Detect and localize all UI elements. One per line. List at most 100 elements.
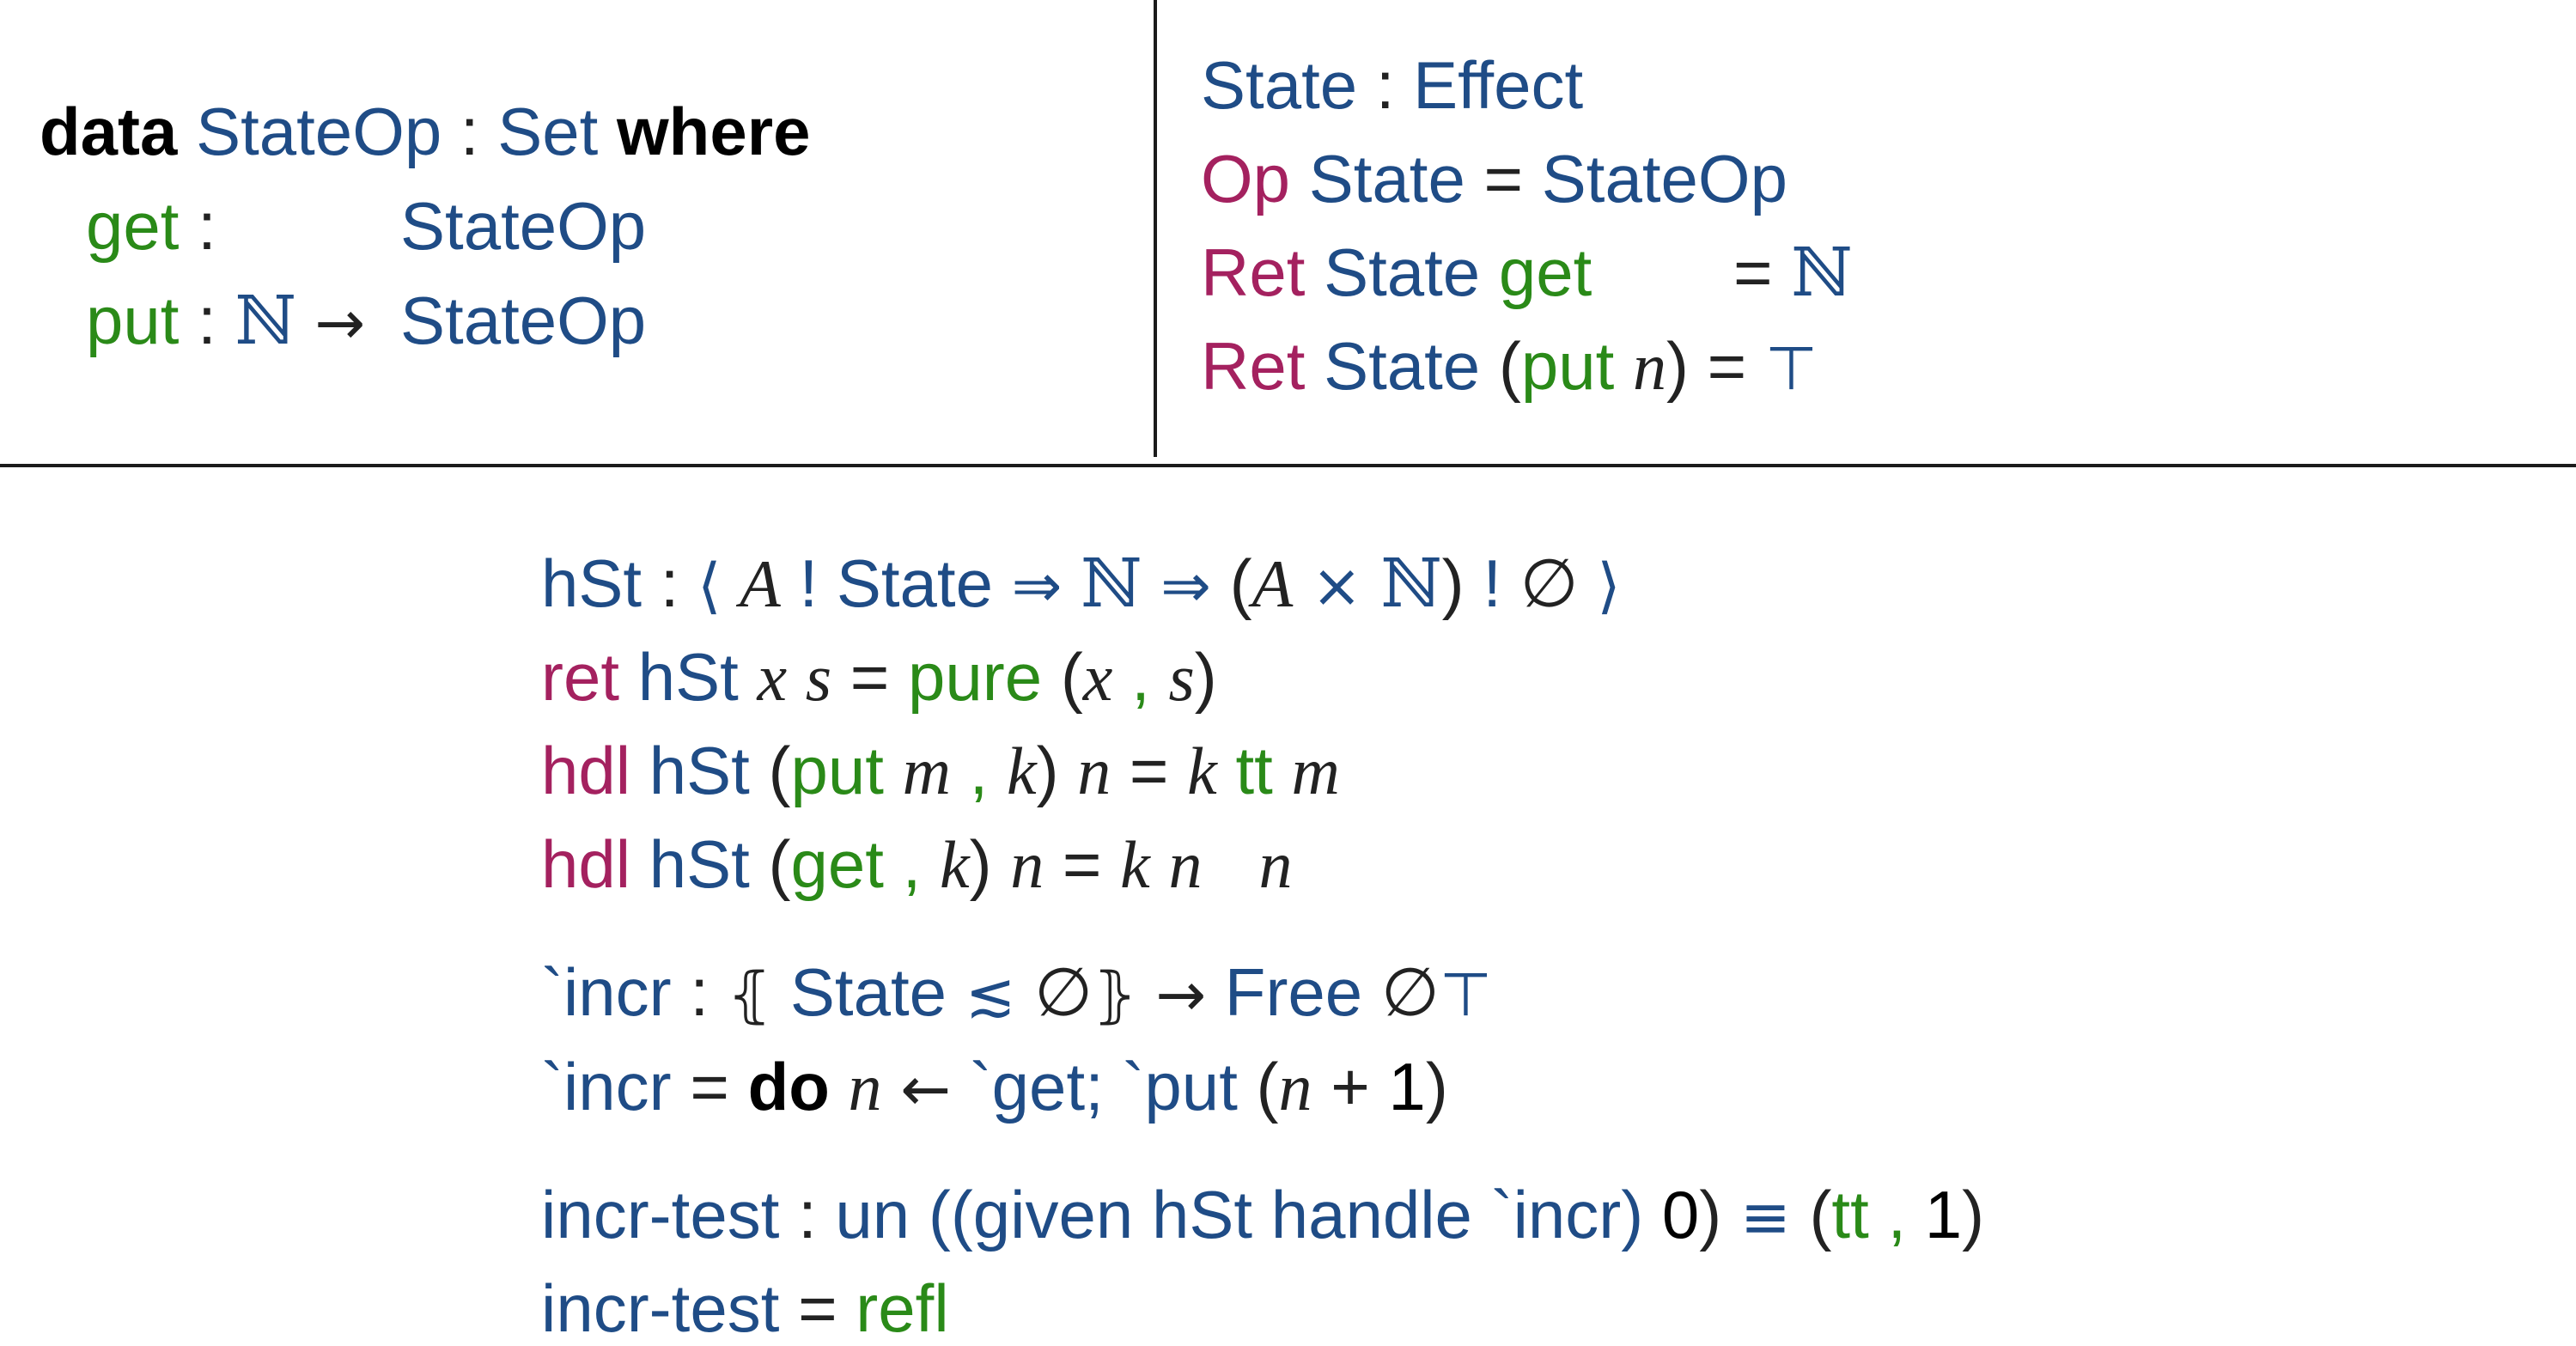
result-type: StateOp	[400, 188, 647, 264]
keyword-do: do	[747, 1049, 830, 1124]
paren: )	[1425, 1049, 1448, 1124]
tt-value: tt	[1235, 733, 1273, 808]
nat-symbol: ℕ	[234, 283, 296, 360]
var-k: k	[1187, 734, 1217, 808]
times-symbol: ×	[1311, 551, 1362, 621]
ctor-put: put	[86, 283, 180, 358]
colon: :	[1375, 47, 1395, 123]
instance-brace-open: ⦃	[727, 959, 772, 1030]
var-n: n	[1632, 329, 1666, 404]
nat-symbol: ℕ	[1081, 545, 1142, 623]
handle-fn: handle	[1270, 1177, 1472, 1252]
paren: (	[768, 826, 791, 902]
smart-put: `put	[1122, 1049, 1238, 1124]
var-k: k	[1006, 734, 1037, 808]
state-arg: State	[1324, 328, 1481, 404]
nat-symbol: ℕ	[1791, 234, 1853, 312]
handler-name: hSt	[649, 733, 750, 808]
empty-set-symbol: ∅	[1034, 954, 1093, 1030]
state-name: State	[1201, 47, 1358, 123]
hst-signature-line: hSt : ⟨ A ! State ⇒ ℕ ⇒ (A × ℕ) ! ∅ ⟩	[541, 550, 1621, 618]
comma: ,	[1131, 639, 1150, 715]
equals: =	[1707, 328, 1747, 404]
ctor-put: put	[1520, 328, 1615, 404]
colon: :	[798, 1177, 817, 1252]
colon: :	[690, 954, 709, 1030]
ret-get-line: Ret State get	[1201, 239, 1592, 306]
state-effect: State	[789, 954, 947, 1030]
keyword-where: where	[617, 94, 811, 169]
type-name: StateOp	[196, 94, 442, 169]
ctor-put: put	[790, 733, 884, 808]
var-n: n	[1010, 827, 1044, 902]
var-a: A	[740, 546, 781, 621]
empty-set-symbol: ∅	[1380, 954, 1440, 1030]
var-n: n	[848, 1050, 882, 1124]
pure-fn: pure	[908, 639, 1043, 715]
state-arg: State	[1324, 234, 1481, 310]
paren: )	[1036, 733, 1059, 808]
op-keyword: Op	[1201, 141, 1291, 216]
incr-name: `incr)	[1490, 1177, 1644, 1252]
var-x: x	[1082, 640, 1113, 715]
empty-set-symbol: ∅	[1519, 545, 1579, 621]
keyword-data: data	[40, 94, 178, 169]
var-k: k	[939, 827, 970, 902]
paren: )	[1194, 639, 1217, 715]
test-def-line: incr-test = refl	[541, 1275, 949, 1342]
plus: +	[1331, 1049, 1370, 1124]
number-zero: 0	[1661, 1177, 1700, 1252]
double-arrow-symbol: ⇒	[1011, 551, 1063, 621]
colon: :	[198, 283, 216, 358]
bang: !	[1483, 545, 1501, 621]
handler-name: hSt	[649, 826, 750, 902]
colon: :	[198, 188, 216, 264]
free-type: Free	[1224, 954, 1363, 1030]
equals: =	[1129, 733, 1169, 808]
paren: (	[768, 733, 791, 808]
ctor-get-line: get :	[86, 192, 216, 259]
var-s: s	[805, 640, 832, 715]
equals: =	[798, 1270, 837, 1346]
arrow-symbol: →	[1155, 959, 1207, 1030]
var-m: m	[1291, 734, 1340, 808]
equiv-symbol: ≡	[1739, 1182, 1791, 1252]
ret-keyword: ret	[541, 639, 620, 715]
handler-name: hSt	[541, 545, 642, 621]
equals: =	[1062, 826, 1102, 902]
hst-ret-line: ret hSt x s = pure (x , s)	[541, 643, 1217, 711]
ret-put-line: Ret State (put n) = ⊤	[1201, 332, 1818, 400]
nat-symbol: ℕ	[1380, 545, 1442, 623]
ret-get-rhs: = ℕ	[1733, 239, 1853, 307]
ret-keyword: Ret	[1201, 328, 1306, 404]
hst-put-line: hdl hSt (put m , k) n = k tt m	[541, 737, 1340, 805]
paren: (	[1256, 1049, 1279, 1124]
var-n: n	[1278, 1050, 1312, 1124]
subeffect-symbol: ≲	[965, 959, 1016, 1030]
horizontal-divider	[0, 464, 2576, 467]
ctor-put-result: StateOp	[400, 287, 646, 354]
bang: !	[799, 545, 819, 621]
incr-name: `incr	[541, 1049, 672, 1124]
double-arrow-symbol: ⇒	[1160, 551, 1211, 621]
var-x: x	[757, 640, 788, 715]
state-effect: State	[836, 545, 993, 621]
paren: )	[1441, 545, 1465, 621]
colon: :	[660, 545, 679, 621]
ret-keyword: Ret	[1201, 234, 1306, 310]
equals: =	[850, 639, 890, 715]
tt-value: tt	[1831, 1177, 1869, 1252]
effect-type: Effect	[1413, 47, 1584, 123]
paren: )	[969, 826, 992, 902]
ctor-get-result: StateOp	[400, 192, 646, 259]
colon: :	[460, 94, 479, 169]
smart-get: `get;	[969, 1049, 1104, 1124]
set-type: Set	[497, 94, 599, 169]
equals: =	[1483, 141, 1524, 216]
test-name: incr-test	[541, 1177, 780, 1252]
handler-name: hSt	[1151, 1177, 1253, 1252]
refl-value: refl	[856, 1270, 949, 1346]
result-type: StateOp	[400, 283, 647, 358]
var-s: s	[1168, 640, 1195, 715]
